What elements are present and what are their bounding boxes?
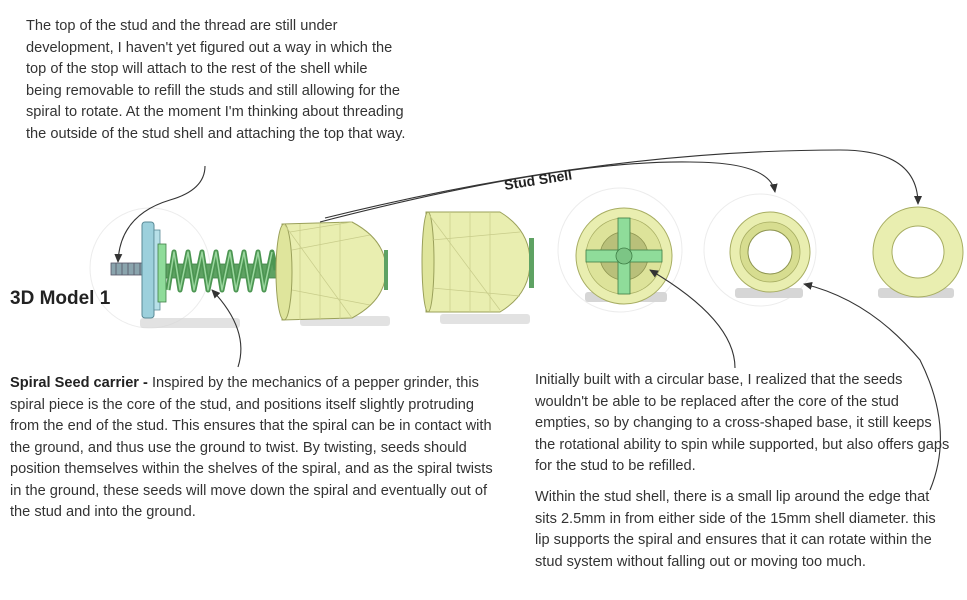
spiral-note: Spiral Seed carrier - Inspired by the me… [10, 373, 500, 524]
spiral-seed-carrier [157, 243, 279, 303]
annotation-arrows [114, 149, 941, 491]
stud-top-cap [110, 221, 161, 319]
lip-note: Within the stud shell, there is a small … [535, 489, 936, 570]
cross-base-note: Initially built with a circular base, I … [535, 372, 950, 474]
stud-shell-side-b [421, 211, 534, 313]
model-title: 3D Model 1 [10, 288, 111, 309]
stud-end-view-lip [729, 211, 811, 293]
spiral-note-body: Inspired by the mechanics of a pepper gr… [10, 375, 493, 520]
stud-end-view-ring [872, 206, 964, 298]
ground-shadows [140, 288, 954, 328]
stud-end-view-cross [575, 207, 673, 305]
spiral-note-title: Spiral Seed carrier - [10, 375, 152, 391]
thread-note: The top of the stud and the thread are s… [26, 18, 406, 142]
stud-shell-side-a [275, 221, 388, 321]
stud-shell-label: Stud Shell [503, 166, 573, 193]
